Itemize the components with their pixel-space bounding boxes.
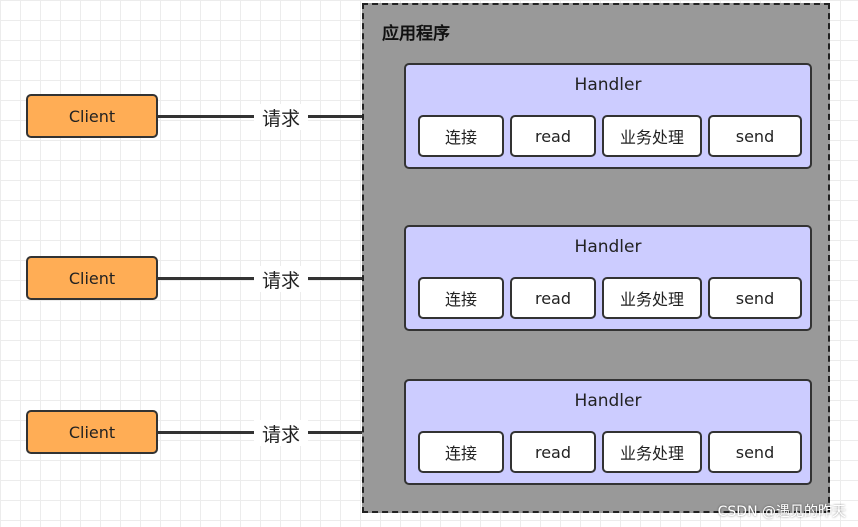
step-connect: 连接 <box>418 115 504 157</box>
step-business-logic: 业务处理 <box>602 277 702 319</box>
application-title: 应用程序 <box>382 24 450 44</box>
step-business-logic: 业务处理 <box>602 431 702 473</box>
handler-title: Handler <box>574 75 642 95</box>
handler-box-1: Handler 连接 read 业务处理 send <box>404 63 812 169</box>
step-send: send <box>708 277 802 319</box>
watermark: CSDN @遇见的昨天 <box>717 504 846 520</box>
step-read: read <box>510 115 596 157</box>
client-node-3: Client <box>26 410 158 454</box>
application-container: 应用程序 Handler 连接 read 业务处理 send Handler 连… <box>362 3 830 513</box>
step-send: send <box>708 115 802 157</box>
request-label-3: 请求 <box>254 420 308 446</box>
client-node-1: Client <box>26 94 158 138</box>
step-send: send <box>708 431 802 473</box>
step-read: read <box>510 431 596 473</box>
handler-title: Handler <box>574 237 642 257</box>
request-label-1: 请求 <box>254 104 308 130</box>
handler-title: Handler <box>574 391 642 411</box>
step-connect: 连接 <box>418 277 504 319</box>
client-node-2: Client <box>26 256 158 300</box>
step-connect: 连接 <box>418 431 504 473</box>
step-business-logic: 业务处理 <box>602 115 702 157</box>
handler-box-3: Handler 连接 read 业务处理 send <box>404 379 812 485</box>
step-read: read <box>510 277 596 319</box>
request-label-2: 请求 <box>254 266 308 292</box>
handler-box-2: Handler 连接 read 业务处理 send <box>404 225 812 331</box>
